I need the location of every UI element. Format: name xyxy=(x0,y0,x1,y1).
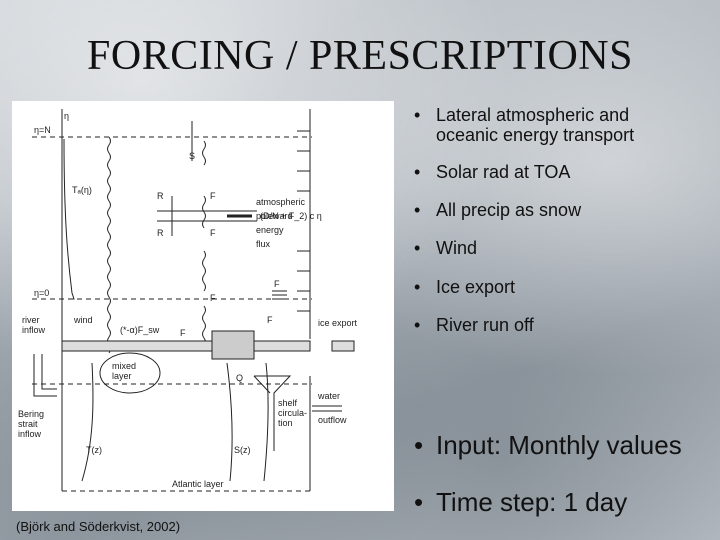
mixed-label-1: mixed xyxy=(112,361,136,371)
atlantic-label: Atlantic layer xyxy=(172,479,224,489)
s-label: S xyxy=(189,151,195,161)
bullet-text: Wind xyxy=(436,238,477,258)
eta-n-label: η=N xyxy=(34,125,51,135)
bullet-text: Time step: 1 day xyxy=(436,488,627,516)
atm-label-2: poleward xyxy=(256,211,293,221)
bullet-text: Ice export xyxy=(436,277,515,297)
atm-label-3: energy xyxy=(256,225,284,235)
bullet-text: All precip as snow xyxy=(436,200,581,220)
mixed-label-2: layer xyxy=(112,371,132,381)
slide-title: FORCING / PRESCRIPTIONS xyxy=(0,32,720,80)
bullet-text: Solar rad at TOA xyxy=(436,162,570,182)
f-dn-label: F xyxy=(210,228,216,238)
f-up-label: F xyxy=(210,191,216,201)
shelf-label-1: shelf xyxy=(278,398,298,408)
f-up2-label: F xyxy=(210,293,216,303)
bullet-dot: • xyxy=(414,200,420,220)
eta-label: η xyxy=(64,111,69,121)
f-dn2-label: F xyxy=(180,328,186,338)
bullet-text-line2: oceanic energy transport xyxy=(436,125,634,145)
wind-label: wind xyxy=(73,315,93,325)
ta-label: Tₐ(η) xyxy=(72,185,92,195)
r-up-label: R xyxy=(157,191,164,201)
atm-label-4: flux xyxy=(256,239,271,249)
water-label: water xyxy=(317,391,340,401)
r-dn-label: R xyxy=(157,228,164,238)
q-label: Q xyxy=(236,373,243,383)
outflow-label: outflow xyxy=(318,415,347,425)
bullet-dot: • xyxy=(414,162,420,182)
bering-label-1: Bering xyxy=(18,409,44,419)
bullet-text: Input: Monthly values xyxy=(436,431,682,459)
river-label-2: inflow xyxy=(22,325,46,335)
figure-caption: (Björk and Söderkvist, 2002) xyxy=(16,519,180,534)
tz-label: T(z) xyxy=(86,445,102,455)
atm-label-1: atmospheric xyxy=(256,197,306,207)
shelf-label-3: tion xyxy=(278,418,293,428)
model-diagram: η η=N η=0 Tₐ(η) R R F F S (D/N + F_2) c … xyxy=(12,101,394,511)
sz-label: S(z) xyxy=(234,445,251,455)
bullet-text-line1: Lateral atmospheric and xyxy=(436,105,629,125)
bullet-dot: • xyxy=(414,105,420,125)
f-s-label: F xyxy=(274,279,280,289)
bering-label-2: strait xyxy=(18,419,38,429)
flux-w-label: (*-α)F_sw xyxy=(120,325,160,335)
f-turb-label: F xyxy=(267,315,273,325)
eta-0-label: η=0 xyxy=(34,288,49,298)
bullet-dot: • xyxy=(414,238,420,258)
bullet-dot: • xyxy=(414,315,420,335)
bullet-dot: • xyxy=(414,277,420,297)
bering-label-3: inflow xyxy=(18,429,42,439)
bullet-text: River run off xyxy=(436,315,534,335)
ice-export-label: ice export xyxy=(318,318,358,328)
bullet-dot: • xyxy=(414,488,423,516)
shelf-label-2: circula- xyxy=(278,408,307,418)
river-label-1: river xyxy=(22,315,40,325)
bullet-dot: • xyxy=(414,431,423,459)
